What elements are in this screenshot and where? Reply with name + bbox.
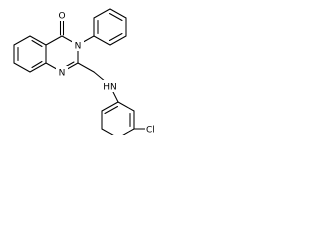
oxygen-atom-label: O	[58, 12, 65, 22]
bond	[122, 128, 135, 135]
bond	[77, 62, 95, 73]
double-bond-inner	[104, 105, 119, 115]
bond	[101, 101, 119, 112]
double-bond-inner	[31, 39, 43, 48]
bond	[29, 62, 47, 73]
bond	[109, 35, 127, 46]
nitrogen-atom-label-1: N	[59, 69, 66, 79]
double-bond-inner	[108, 12, 123, 22]
carbonyl-group	[59, 20, 65, 36]
bond	[13, 35, 31, 46]
bond	[93, 8, 111, 19]
double-bond-inner	[31, 60, 43, 69]
bond	[29, 35, 47, 46]
amine-atom-label: HN	[103, 83, 117, 93]
bond	[45, 35, 63, 46]
chemical-structure-canvas: O N N HN Cl	[0, 0, 165, 135]
bond	[109, 8, 127, 19]
bond	[112, 91, 119, 103]
molecule-drawing: O N N HN Cl	[13, 8, 161, 135]
n-phenyl-ring	[77, 8, 127, 46]
nitrogen-atom-label-3: N	[75, 42, 82, 52]
bond	[101, 128, 114, 135]
chlorophenyl-ring	[101, 101, 147, 135]
chlorine-atom-label: Cl	[146, 126, 155, 136]
bond	[93, 35, 111, 46]
bond	[13, 62, 31, 73]
double-bond-inner	[108, 32, 123, 42]
fused-benzene-ring	[13, 35, 47, 73]
bond	[117, 101, 135, 112]
atom-labels: O N N HN Cl	[56, 9, 161, 135]
